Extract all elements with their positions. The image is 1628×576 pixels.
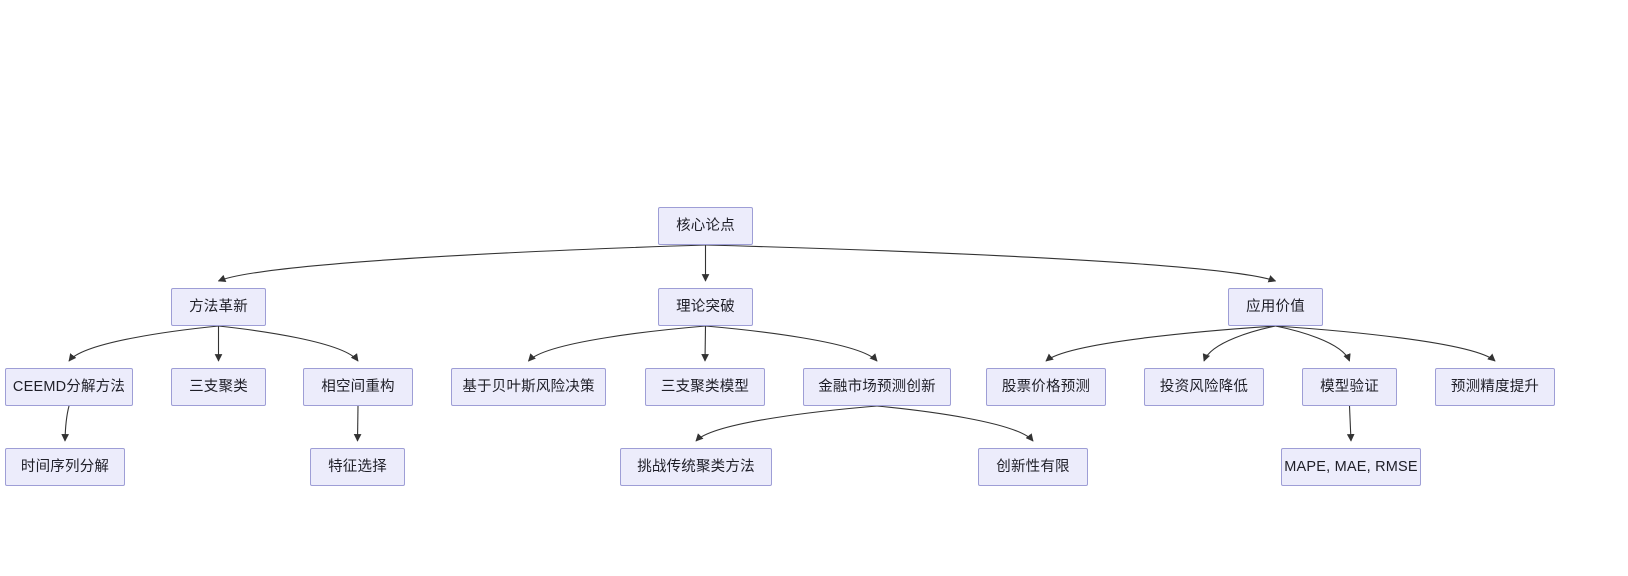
flowchart-edge-l2c-to-l3b	[353, 405, 362, 442]
flowchart-edge-l2a-to-l3a	[61, 405, 70, 442]
node-label: 特征选择	[328, 458, 387, 475]
flowchart-node-l1c[interactable]: 应用价值	[1228, 288, 1323, 326]
flowchart-edge-l1a-to-l2a	[68, 325, 219, 362]
node-label: 投资风险降低	[1159, 378, 1249, 395]
flowchart-node-l3d[interactable]: 创新性有限	[978, 448, 1088, 486]
flowchart-edge-l1b-to-l2f	[705, 325, 878, 362]
flowchart-node-l3b[interactable]: 特征选择	[310, 448, 405, 486]
flowchart-node-l3c[interactable]: 挑战传统聚类方法	[620, 448, 772, 486]
flowchart-node-l2f[interactable]: 金融市场预测创新	[803, 368, 951, 406]
node-label: 预测精度提升	[1450, 378, 1540, 395]
node-label: CEEMD分解方法	[12, 378, 126, 395]
node-label: 时间序列分解	[20, 458, 110, 475]
flowchart-edge-root-to-l1a	[217, 244, 706, 282]
flowchart-node-l2h[interactable]: 投资风险降低	[1144, 368, 1264, 406]
flowchart-node-l2a[interactable]: CEEMD分解方法	[5, 368, 133, 406]
flowchart-node-root[interactable]: 核心论点	[658, 207, 753, 245]
node-label: 相空间重构	[321, 378, 395, 395]
flowchart-node-l2e[interactable]: 三支聚类模型	[645, 368, 765, 406]
flowchart-edge-root-to-l1c	[705, 244, 1277, 283]
flowchart-edge-l2f-to-l3c	[695, 405, 878, 442]
flowchart-node-l1b[interactable]: 理论突破	[658, 288, 753, 326]
node-label: 核心论点	[676, 217, 735, 234]
node-label: 股票价格预测	[1001, 378, 1091, 395]
node-label: 模型验证	[1320, 378, 1379, 395]
flowchart-node-l3a[interactable]: 时间序列分解	[5, 448, 125, 486]
flowchart-edge-l1c-to-l2i	[1275, 325, 1351, 362]
node-label: 金融市场预测创新	[818, 378, 936, 395]
flowchart-node-l2i[interactable]: 模型验证	[1302, 368, 1397, 406]
flowchart-edge-l1a-to-l2c	[218, 325, 359, 362]
flowchart-node-l2d[interactable]: 基于贝叶斯风险决策	[451, 368, 606, 406]
flowchart-edge-l1c-to-l2j	[1275, 325, 1496, 362]
node-label: 方法革新	[189, 298, 248, 315]
node-label: MAPE, MAE, RMSE	[1284, 458, 1418, 475]
flowchart-node-l2j[interactable]: 预测精度提升	[1435, 368, 1555, 406]
flowchart-node-l2g[interactable]: 股票价格预测	[986, 368, 1106, 406]
node-label: 应用价值	[1246, 298, 1305, 315]
node-label: 理论突破	[676, 298, 735, 315]
flowchart-edge-l2f-to-l3d	[876, 405, 1034, 442]
flowchart-node-l2c[interactable]: 相空间重构	[303, 368, 413, 406]
node-label: 三支聚类	[189, 378, 248, 395]
node-label: 创新性有限	[996, 458, 1070, 475]
flowchart-edge-l1c-to-l2h	[1202, 325, 1276, 362]
edge-group	[61, 244, 1496, 442]
flowchart-edge-l1c-to-l2g	[1045, 325, 1276, 362]
node-label: 基于贝叶斯风险决策	[462, 378, 595, 395]
flowchart-node-l3e[interactable]: MAPE, MAE, RMSE	[1281, 448, 1421, 486]
flowchart-node-l2b[interactable]: 三支聚类	[171, 368, 266, 406]
flowchart-node-l1a[interactable]: 方法革新	[171, 288, 266, 326]
node-label: 挑战传统聚类方法	[637, 458, 755, 475]
node-label: 三支聚类模型	[660, 378, 750, 395]
flowchart-edge-l1b-to-l2d	[527, 325, 706, 362]
flowchart-edge-l1b-to-l2e	[701, 325, 709, 362]
flowchart-edge-l2i-to-l3e	[1346, 405, 1355, 442]
